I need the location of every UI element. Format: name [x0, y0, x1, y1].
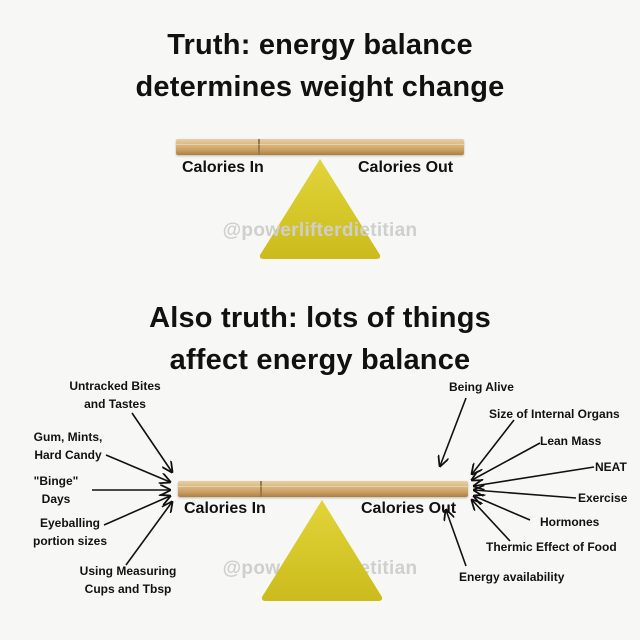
- factor-hormones: Hormones: [540, 515, 600, 529]
- factor-untracked-bites: Untracked Bites and Tastes: [60, 377, 170, 413]
- top-title: Truth: energy balance determines weight …: [0, 24, 640, 108]
- plank-seam: [260, 481, 262, 497]
- factor-line: Days: [41, 492, 71, 506]
- top-calories-in-label: Calories In: [182, 159, 264, 176]
- arrow-neat: [474, 466, 595, 486]
- factor-exercise: Exercise: [578, 491, 628, 505]
- plank-seam: [258, 139, 260, 155]
- bottom-calories-out-label: Calories Out: [361, 500, 457, 517]
- factor-line: and Tastes: [84, 397, 146, 411]
- factor-line: Cups and Tbsp: [84, 582, 172, 596]
- arrow-hormones: [474, 496, 531, 521]
- factor-neat: NEAT: [595, 460, 627, 474]
- arrow-gum-mints: [105, 454, 170, 482]
- factor-binge-days: "Binge" Days: [20, 472, 92, 508]
- factor-lean-mass: Lean Mass: [540, 434, 602, 448]
- bottom-calories-in-label: Calories In: [184, 500, 266, 517]
- arrow-untracked-bites: [131, 412, 172, 472]
- bottom-balance-plank: [178, 481, 468, 497]
- bottom-title-line-2: affect energy balance: [169, 344, 471, 376]
- bottom-title: Also truth: lots of things affect energy…: [0, 297, 640, 381]
- arrow-exercise: [474, 490, 577, 499]
- factor-measuring-cups: Using Measuring Cups and Tbsp: [70, 562, 186, 598]
- top-watermark: @powerlifterdietitian: [222, 220, 418, 241]
- factor-line: Using Measuring: [79, 564, 177, 578]
- arrow-thermic-effect: [472, 500, 511, 542]
- arrow-lean-mass: [472, 442, 541, 480]
- top-calories-out-label: Calories Out: [358, 159, 454, 176]
- factor-line: portion sizes: [32, 534, 107, 548]
- top-balance-plank: [176, 139, 464, 155]
- factor-internal-organs: Size of Internal Organs: [489, 407, 620, 421]
- top-title-line-2: determines weight change: [135, 71, 505, 103]
- arrow-being-alive: [440, 397, 467, 466]
- factor-line: Untracked Bites: [69, 379, 161, 393]
- factor-energy-availability: Energy availability: [459, 570, 565, 584]
- factor-being-alive: Being Alive: [449, 380, 514, 394]
- arrow-internal-organs: [472, 419, 515, 474]
- top-title-line-1: Truth: energy balance: [167, 29, 473, 61]
- bottom-title-line-1: Also truth: lots of things: [149, 302, 491, 334]
- factor-thermic-effect: Thermic Effect of Food: [486, 540, 617, 554]
- factor-line: "Binge": [33, 474, 79, 488]
- factor-gum-mints: Gum, Mints, Hard Candy: [23, 428, 113, 464]
- arrow-measuring-cups: [125, 502, 172, 566]
- factor-line: Hard Candy: [34, 448, 102, 462]
- factor-line: Eyeballing: [39, 516, 101, 530]
- factor-eyeballing: Eyeballing portion sizes: [20, 514, 120, 550]
- factor-line: Gum, Mints,: [33, 430, 103, 444]
